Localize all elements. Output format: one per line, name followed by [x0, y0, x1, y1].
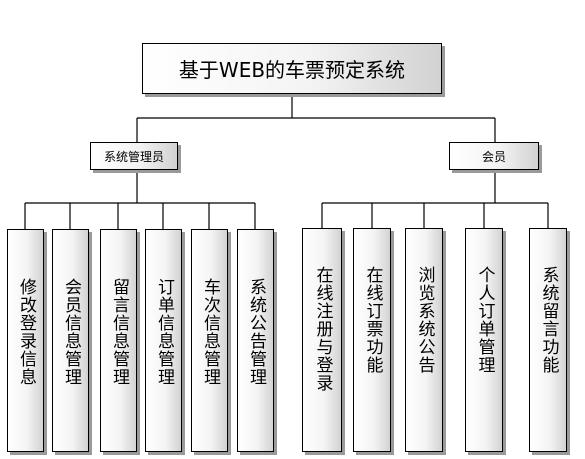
member-leaf-node: 个人订单管理: [465, 228, 503, 452]
member-leaf-label: 浏览系统公告: [414, 266, 435, 374]
admin-leaf-node: 留言信息管理: [100, 229, 137, 452]
admin-leaf-node: 车次信息管理: [191, 229, 228, 452]
root-node: 基于WEB的车票预定系统: [142, 43, 442, 94]
admin-leaf-node: 系统公告管理: [237, 229, 274, 452]
admin-leaf-label: 会员信息管理: [61, 278, 81, 386]
admin-leaf-label: 车次信息管理: [200, 278, 220, 386]
member-leaf-label: 个人订单管理: [474, 266, 495, 374]
admin-leaf-label: 订单信息管理: [154, 278, 174, 386]
member-leaf-label: 在线注册与登录: [312, 266, 333, 392]
admin-leaf-label: 系统公告管理: [246, 278, 266, 386]
root-label: 基于WEB的车票预定系统: [178, 58, 406, 82]
admin-leaf-label: 留言信息管理: [109, 278, 129, 386]
admin-leaf-node: 订单信息管理: [145, 229, 182, 452]
member-leaf-node: 系统留言功能: [529, 228, 567, 452]
admin-leaf-label: 修改登录信息: [16, 278, 36, 386]
member-leaf-node: 在线注册与登录: [302, 228, 342, 452]
member-node: 会员: [449, 142, 539, 170]
admin-leaf-node: 修改登录信息: [7, 229, 44, 452]
admin-label: 系统管理员: [103, 149, 164, 164]
member-leaf-node: 浏览系统公告: [405, 228, 443, 452]
admin-leaf-node: 会员信息管理: [52, 229, 89, 452]
member-leaf-label: 系统留言功能: [538, 266, 559, 374]
member-label: 会员: [481, 149, 506, 164]
member-leaf-label: 在线订票功能: [362, 266, 383, 374]
admin-node: 系统管理员: [90, 142, 178, 170]
member-leaf-node: 在线订票功能: [353, 228, 391, 452]
